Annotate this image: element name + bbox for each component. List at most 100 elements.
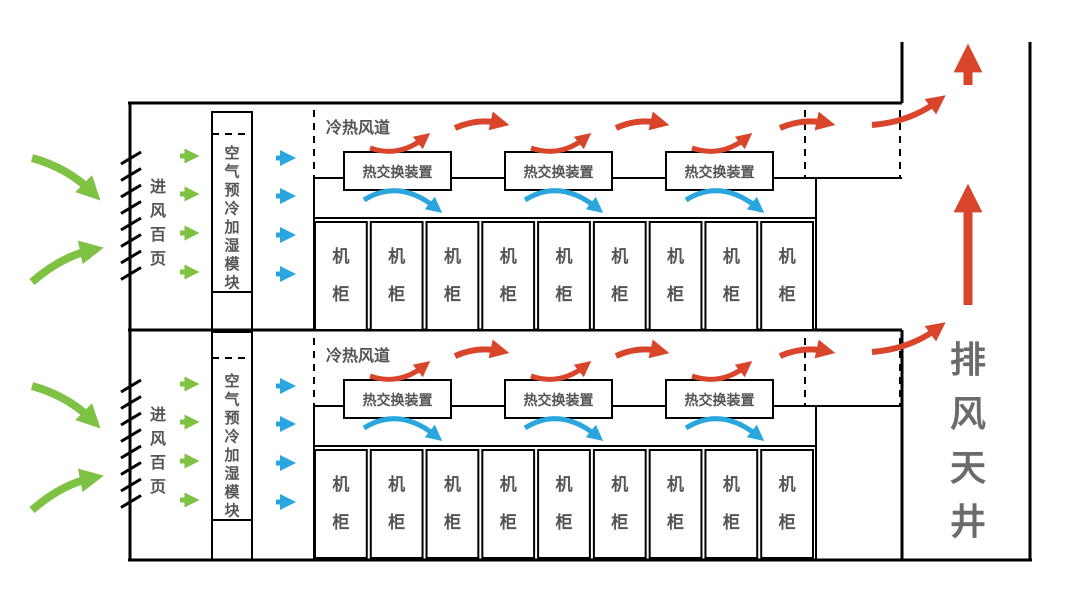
- cabinet-label-top: 机: [500, 246, 517, 267]
- intake-louver-char: 风: [150, 429, 166, 448]
- hot-air-arrow: [691, 361, 753, 382]
- cabinet-label-bottom: 柜: [332, 284, 349, 305]
- precool-module-char: 预: [224, 181, 239, 199]
- heat-exchanger-label: 热交换装置: [685, 392, 755, 409]
- cabinet: [425, 449, 480, 559]
- louver-slat: [120, 183, 142, 199]
- cabinet-label-top: 机: [667, 246, 684, 267]
- hot-air-arrow: [530, 133, 592, 154]
- louver-slat: [120, 167, 142, 182]
- precool-module-char: 加: [223, 218, 239, 236]
- cabinet-label-bottom: 柜: [556, 284, 573, 305]
- cabinet-label-bottom: 柜: [500, 284, 517, 305]
- cabinet-label-top: 机: [332, 474, 349, 495]
- precool-module-char: 冷: [224, 428, 239, 446]
- cabinet: [760, 449, 815, 559]
- louver-slat: [120, 378, 142, 394]
- cabinet-label-top: 机: [723, 474, 740, 495]
- hot-air-arrow: [369, 361, 431, 382]
- hot-air-arrow: [614, 339, 670, 359]
- cabinet-label-top: 机: [556, 246, 573, 267]
- cabinet-label-top: 机: [444, 474, 461, 495]
- louver-slat: [120, 444, 142, 460]
- intake-louver-char: 页: [150, 249, 166, 268]
- cabinet-label-bottom: 柜: [667, 284, 684, 305]
- precool-module-char: 空: [224, 144, 239, 162]
- exhaust-shaft-char: 排: [950, 340, 986, 381]
- cabinet: [592, 449, 647, 559]
- louver-slat: [120, 150, 142, 166]
- precool-module-char: 加: [223, 446, 239, 464]
- cabinet-label-bottom: 柜: [611, 284, 628, 305]
- cabinet-label-bottom: 柜: [556, 512, 573, 533]
- precool-module-char: 湿: [224, 237, 239, 255]
- cabinet: [537, 449, 591, 559]
- cabinet-label-bottom: 柜: [332, 512, 349, 533]
- hot-air-arrow: [530, 361, 592, 382]
- cabinet-label-bottom: 柜: [667, 512, 684, 533]
- duct-label: 冷热风道: [326, 346, 390, 365]
- cabinet-label-bottom: 柜: [611, 512, 628, 533]
- precool-module-char: 湿: [224, 465, 239, 483]
- cabinet: [648, 221, 703, 331]
- cabinet-label-bottom: 柜: [444, 512, 461, 533]
- louver-slat: [120, 266, 142, 281]
- cabinet-label-bottom: 柜: [723, 512, 740, 533]
- cabinet-label-top: 机: [332, 246, 349, 267]
- intake-louver-char: 页: [150, 477, 166, 496]
- heat-exchanger-box: [504, 379, 613, 419]
- heat-exchanger-label: 热交换装置: [363, 392, 433, 409]
- cabinet-label-bottom: 柜: [779, 284, 796, 305]
- cabinet: [760, 221, 815, 331]
- cabinet-label-bottom: 柜: [388, 284, 405, 305]
- hot-air-arrow: [369, 133, 431, 154]
- cool-air-arrow: [684, 416, 765, 442]
- cabinet-label-top: 机: [667, 474, 684, 495]
- cabinet-label-bottom: 柜: [779, 512, 796, 533]
- exhaust-arrows: [871, 43, 983, 355]
- precool-module-box: [211, 111, 253, 331]
- cabinet: [481, 221, 536, 331]
- heat-exchanger-label: 热交换装置: [685, 164, 755, 181]
- precool-module-char: 块: [224, 502, 240, 520]
- louver-slat: [120, 200, 142, 215]
- cabinet-label-bottom: 柜: [388, 512, 405, 533]
- heat-exchanger-label: 热交换装置: [524, 164, 594, 181]
- cabinet-label-top: 机: [611, 474, 628, 495]
- cabinet: [369, 221, 424, 331]
- intake-arrow: [29, 240, 104, 286]
- cool-air-arrow: [684, 188, 765, 214]
- cabinet-label-bottom: 柜: [500, 512, 517, 533]
- louver-slat: [120, 395, 142, 410]
- intake-louver-char: 风: [150, 201, 166, 220]
- hot-air-arrow: [614, 111, 670, 131]
- hot-air-arrow: [691, 133, 753, 154]
- louver-slat: [120, 216, 142, 232]
- intake-arrow: [30, 154, 101, 201]
- cabinet: [704, 221, 759, 331]
- louver-slat: [120, 249, 142, 265]
- cabinet: [314, 221, 368, 331]
- cabinet: [648, 449, 703, 559]
- cabinet: [704, 449, 759, 559]
- precool-module-char: 模: [224, 483, 240, 501]
- louver-slat: [120, 428, 142, 443]
- precool-module-char: 块: [224, 274, 240, 292]
- louver-slat: [120, 494, 142, 509]
- heat-exchanger-label: 热交换装置: [524, 392, 594, 409]
- cool-air-arrow: [523, 188, 604, 214]
- cabinet-label-top: 机: [556, 474, 573, 495]
- heat-exchanger-label: 热交换装置: [363, 164, 433, 181]
- exhaust-shaft-char: 天: [950, 448, 986, 489]
- cabinet: [425, 221, 480, 331]
- cabinet: [537, 221, 591, 331]
- intake-louver-char: 进: [150, 405, 166, 424]
- intake-louver-char: 进: [150, 177, 166, 196]
- precool-module-char: 预: [224, 409, 239, 427]
- duct-label: 冷热风道: [326, 118, 390, 137]
- cabinet: [592, 221, 647, 331]
- cool-air-arrow: [362, 188, 443, 214]
- intake-arrow: [29, 468, 104, 514]
- cabinet-label-top: 机: [444, 246, 461, 267]
